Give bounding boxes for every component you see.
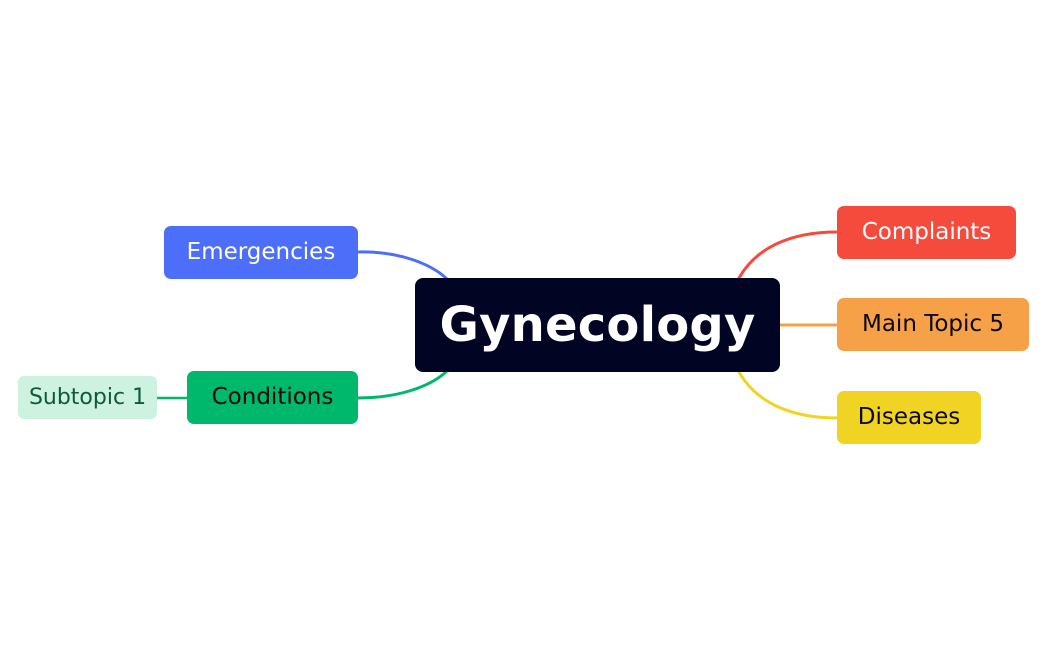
topic-label-emergencies: Emergencies xyxy=(186,239,336,265)
topic-label-conditions: Conditions xyxy=(211,384,334,410)
central-topic-node[interactable]: Gynecology xyxy=(415,278,780,372)
topic-node-emergencies[interactable]: Emergencies xyxy=(164,226,358,279)
topic-node-main-topic-5[interactable]: Main Topic 5 xyxy=(837,298,1029,351)
topic-label-diseases: Diseases xyxy=(857,404,961,430)
topic-label-complaints: Complaints xyxy=(861,219,992,245)
subtopic-node-1[interactable]: Subtopic 1 xyxy=(18,376,157,419)
subtopic-label-1: Subtopic 1 xyxy=(28,384,147,410)
connector-diseases xyxy=(737,370,839,420)
topic-node-diseases[interactable]: Diseases xyxy=(837,391,981,444)
connector-conditions xyxy=(356,368,450,400)
topic-node-complaints[interactable]: Complaints xyxy=(837,206,1016,259)
connector-complaints xyxy=(737,230,839,280)
topic-label-main-topic-5: Main Topic 5 xyxy=(861,311,1004,337)
connector-emergencies xyxy=(356,250,450,282)
topic-node-conditions[interactable]: Conditions xyxy=(187,371,358,424)
central-topic-label: Gynecology xyxy=(439,297,756,353)
